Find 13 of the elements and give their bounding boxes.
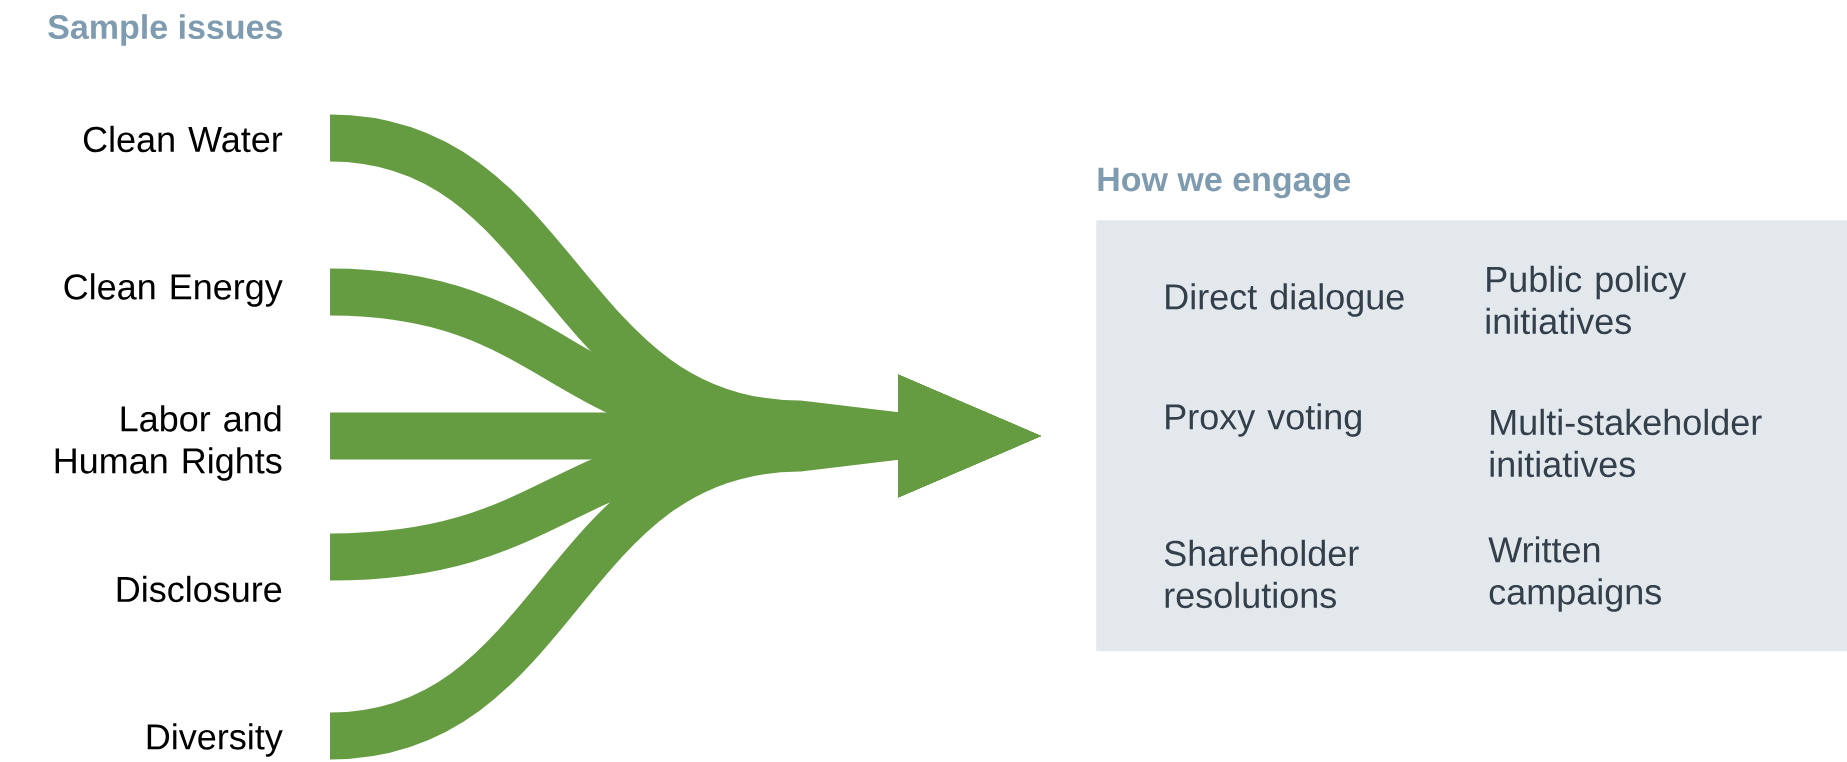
method-label: Multi-stakeholder initiatives bbox=[1490, 408, 1762, 478]
method-label: Proxy voting bbox=[1166, 403, 1361, 437]
method-label: Shareholder resolutions bbox=[1164, 539, 1359, 609]
section-heading: Sample issues bbox=[48, 14, 282, 46]
issue-label: Clean Energy bbox=[64, 273, 283, 307]
method-label: Direct dialogue bbox=[1166, 283, 1404, 317]
section-heading: How we engage bbox=[1098, 167, 1351, 199]
issue-label: Clean Water bbox=[83, 125, 283, 153]
issue-label: Diversity bbox=[147, 723, 283, 757]
method-label: Written campaigns bbox=[1488, 536, 1661, 612]
method-label: Public policy initiatives bbox=[1486, 265, 1687, 335]
issue-label: Disclosure bbox=[117, 575, 282, 603]
issue-label: Labor and Human Rights bbox=[55, 405, 282, 481]
